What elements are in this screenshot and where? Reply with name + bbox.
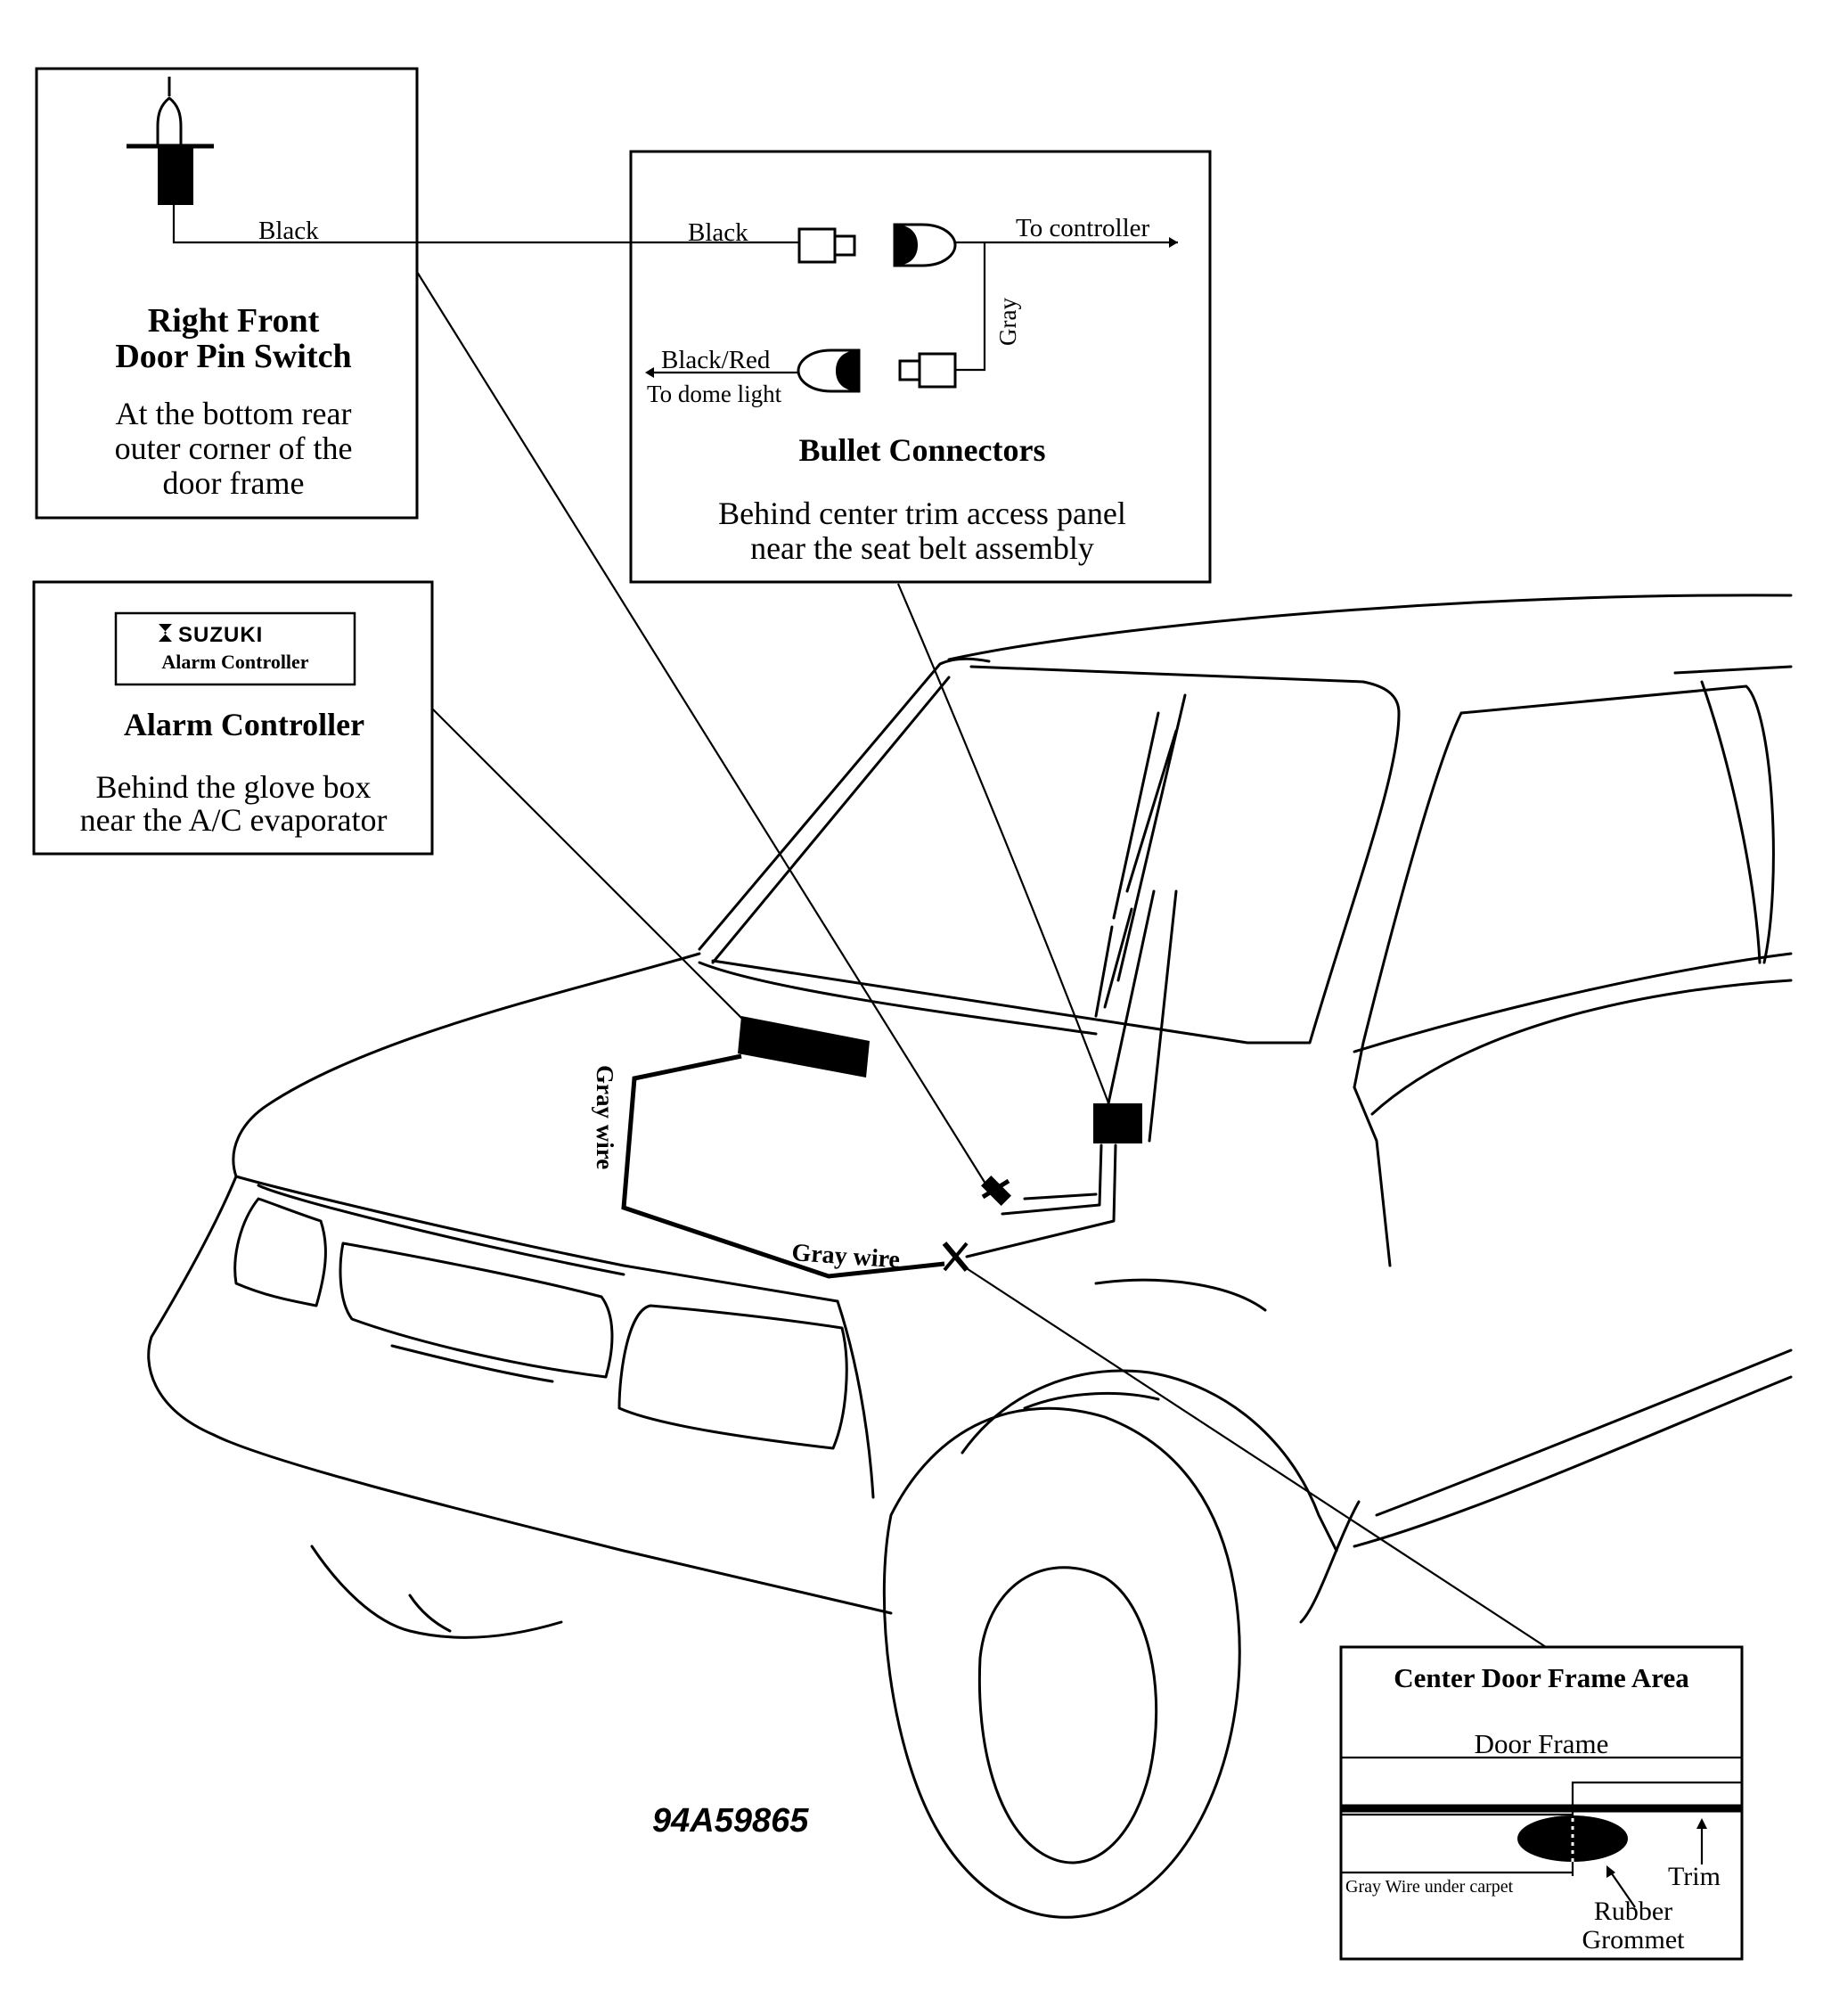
pin-switch-desc-2: outer corner of the [115,430,353,466]
pin-switch-desc-3: door frame [163,465,305,501]
leader-lines [416,271,1547,1648]
trim-label: Trim [1668,1862,1721,1891]
pin-switch-plug [981,1176,1011,1206]
grommet-label-2: Grommet [1582,1925,1686,1955]
gray-wire-vertical-label: Gray wire [592,1065,618,1169]
suzuki-badge [114,611,356,686]
gray-wire-under-carpet-label: Gray Wire under carpet [1345,1877,1514,1897]
pin-switch-title-1: Right Front [148,302,320,340]
alarm-badge-label: Alarm Controller [161,651,308,673]
bullet-desc-1: Behind center trim access panel [718,496,1126,531]
rubber-grommet [1517,1815,1628,1862]
male-connector-bottom [898,352,957,389]
to-dome-light-label: To dome light [647,381,782,407]
pin-switch-icon [127,77,214,205]
bullet-gray-label: Gray [994,298,1021,346]
gray-wire-route [621,1053,1117,1279]
female-connector-bottom [797,348,861,393]
alarm-controller-title: Alarm Controller [124,707,364,742]
pin-switch-title-2: Door Pin Switch [115,338,351,375]
pin-switch-desc-1: At the bottom rear [116,396,352,431]
bullet-desc-2: near the seat belt assembly [750,530,1094,566]
suzuki-brand: SUZUKI [178,623,263,647]
car-outline [147,594,1793,1919]
figure-id: 94A59865 [652,1802,809,1840]
bullet-title: Bullet Connectors [799,432,1046,468]
pin-switch-wire-label: Black [258,217,319,245]
door-frame-label: Door Frame [1475,1728,1609,1759]
bullet-connector-unit [1093,1103,1142,1143]
alarm-controller-desc-2: near the A/C evaporator [80,802,388,838]
male-connector-top [797,227,856,264]
bullet-connectors-callout: Black To controller Gray Black/Red To [629,150,1212,584]
door-frame-callout: Center Door Frame Area Door Frame Trim G… [1339,1645,1744,1961]
installed-components [738,1016,1142,1272]
bullet-black-label: Black [688,218,748,247]
door-frame-title: Center Door Frame Area [1394,1662,1689,1693]
alarm-controller-desc-1: Behind the glove box [96,769,372,805]
pin-switch-callout: Black Right Front Door Pin Switch At the… [35,67,811,520]
to-controller-label: To controller [1016,214,1150,242]
suzuki-logo-icon [159,624,172,642]
black-red-label: Black/Red [661,346,771,374]
alarm-controller-unit [738,1016,870,1078]
alarm-controller-callout: SUZUKI Alarm Controller Alarm Controller… [32,580,434,856]
female-connector-top [893,223,957,267]
grommet-label-1: Rubber [1594,1897,1672,1926]
